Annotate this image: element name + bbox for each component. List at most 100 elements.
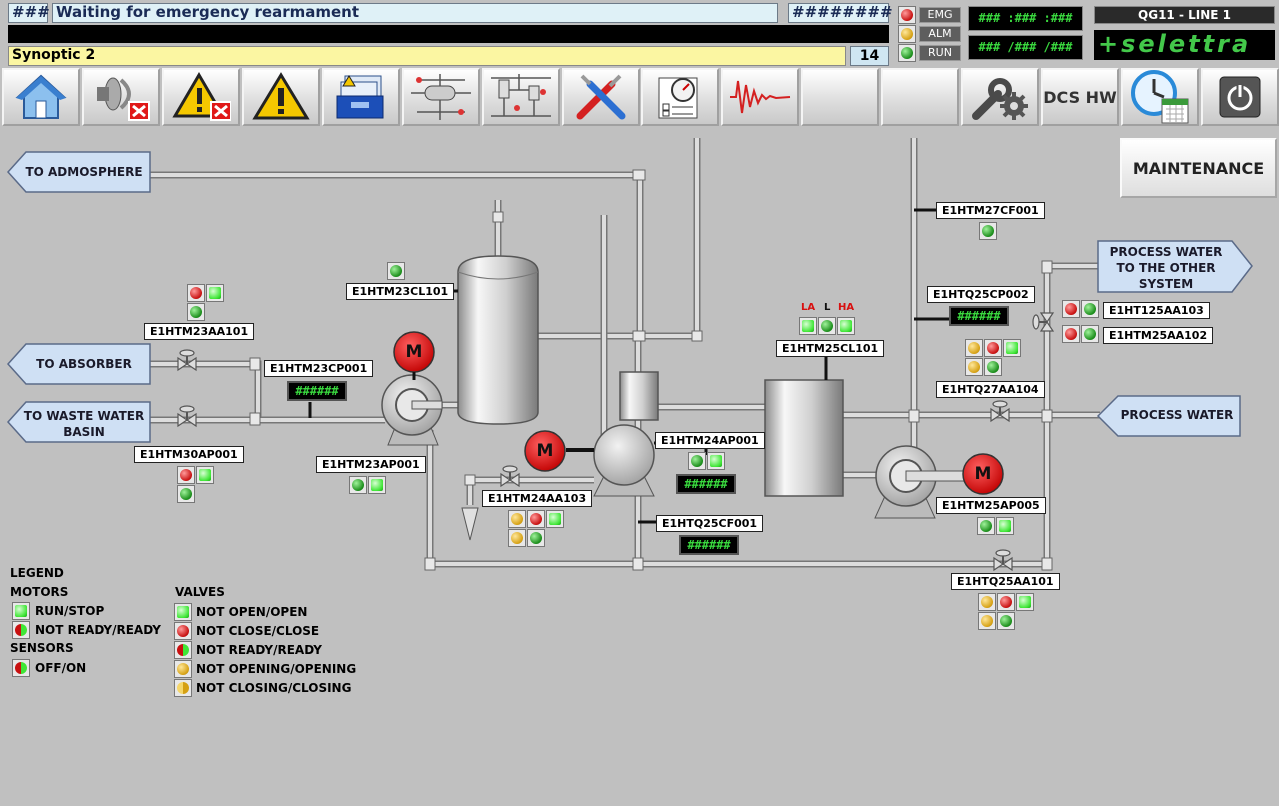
led-24ap001-1 bbox=[688, 452, 706, 470]
led-25aa101-4 bbox=[978, 612, 996, 630]
warning-icon bbox=[252, 72, 310, 120]
led-25aa101-3 bbox=[1016, 593, 1034, 611]
tag-e1htq25cf001[interactable]: E1HTQ25CF001 bbox=[656, 515, 764, 532]
synoptic-2-button[interactable] bbox=[482, 68, 560, 126]
led-25aa101-1 bbox=[978, 593, 996, 611]
blank-button-2[interactable] bbox=[881, 68, 959, 126]
tag-e1htm27cf001[interactable]: E1HTM27CF001 bbox=[936, 202, 1045, 219]
tag-e1ht125aa103[interactable]: E1HT125AA103 bbox=[1103, 302, 1210, 319]
tag-e1htm23cl101[interactable]: E1HTM23CL101 bbox=[346, 283, 455, 300]
arrow-waste bbox=[6, 401, 151, 443]
trend-icon bbox=[730, 80, 791, 114]
arrow-label-process-other-2: TO THE OTHER bbox=[1116, 261, 1216, 275]
date-display: ### /### /### bbox=[968, 35, 1083, 60]
synoptic-1-button[interactable] bbox=[402, 68, 480, 126]
tag-e1htm24ap001[interactable]: E1HTM24AP001 bbox=[655, 432, 765, 449]
legend-off-on: OFF/ON bbox=[35, 661, 87, 675]
led-cl101 bbox=[387, 262, 405, 280]
tank-1 bbox=[457, 255, 539, 425]
arrow-atmosphere bbox=[6, 151, 151, 193]
blank-button-1[interactable] bbox=[801, 68, 879, 126]
power-button[interactable] bbox=[1201, 68, 1279, 126]
home-button[interactable] bbox=[2, 68, 80, 126]
scheduler-button[interactable] bbox=[1121, 68, 1199, 126]
led-25cl101-la bbox=[799, 317, 817, 335]
arrow-label-waste: TO WASTE WATER BASIN bbox=[20, 408, 148, 440]
led-aa101-2 bbox=[206, 284, 224, 302]
led-24aa103-2 bbox=[527, 510, 545, 528]
motor-letter-23ap001: M bbox=[405, 342, 423, 362]
motor-25ap005 bbox=[962, 453, 1004, 495]
tag-e1htm23aa101[interactable]: E1HTM23AA101 bbox=[144, 323, 255, 340]
archive-button[interactable] bbox=[322, 68, 400, 126]
legend-icon-off-on bbox=[12, 659, 30, 677]
maintenance-button[interactable]: MAINTENANCE bbox=[1120, 138, 1277, 198]
arrow-label-process-other-1: PROCESS WATER bbox=[1109, 245, 1223, 259]
synoptic-1-icon bbox=[411, 74, 471, 120]
led-25cl101-l bbox=[818, 317, 836, 335]
led-25cp002-2 bbox=[984, 339, 1002, 357]
emg-led bbox=[898, 6, 916, 24]
legend-not-closing-closing: NOT CLOSING/CLOSING bbox=[196, 681, 352, 695]
arrow-label-waste-line2: BASIN bbox=[63, 425, 105, 439]
led-24aa103-1 bbox=[508, 510, 526, 528]
alarms-button[interactable] bbox=[242, 68, 320, 126]
legend-not-open-open: NOT OPEN/OPEN bbox=[196, 605, 308, 619]
arrow-label-process-other-3: SYSTEM bbox=[1138, 277, 1194, 291]
run-label: RUN bbox=[919, 45, 961, 61]
led-24aa103-5 bbox=[527, 529, 545, 547]
left-code: ### bbox=[8, 3, 50, 23]
emg-label: EMG bbox=[919, 7, 961, 23]
legend-icon-run-stop bbox=[12, 602, 30, 620]
page-number: 14 bbox=[850, 46, 889, 66]
led-25aa101-5 bbox=[997, 612, 1015, 630]
dcs-hw-button[interactable]: DCS HW bbox=[1041, 68, 1119, 126]
pump-24ap001 bbox=[566, 424, 655, 497]
wrench-gear-icon bbox=[972, 78, 1028, 120]
alm-label: ALM bbox=[919, 26, 961, 42]
motor-24ap001 bbox=[524, 430, 566, 472]
tag-e1htq25cp002[interactable]: E1HTQ25CP002 bbox=[927, 286, 1035, 303]
legend-icon-ready-v bbox=[174, 641, 192, 659]
tag-e1htm24aa103[interactable]: E1HTM24AA103 bbox=[482, 490, 593, 507]
legend-title: LEGEND bbox=[10, 566, 64, 580]
legend-run-stop: RUN/STOP bbox=[35, 604, 105, 618]
field-ap001: ###### bbox=[676, 474, 736, 494]
tools-button[interactable] bbox=[562, 68, 640, 126]
tag-e1htq27aa104[interactable]: E1HTQ27AA104 bbox=[936, 381, 1045, 398]
led-25aa102-1 bbox=[1062, 325, 1080, 343]
led-30ap001-3 bbox=[177, 485, 195, 503]
led-24aa103-4 bbox=[508, 529, 526, 547]
level-label-la: LA bbox=[801, 302, 816, 313]
checklist-button[interactable] bbox=[641, 68, 719, 126]
led-27cf001 bbox=[979, 222, 997, 240]
tag-e1htm25cl101[interactable]: E1HTM25CL101 bbox=[776, 340, 885, 357]
tank-2 bbox=[764, 379, 844, 497]
level-label-ha: HA bbox=[838, 302, 855, 313]
tag-e1htq25aa101[interactable]: E1HTQ25AA101 bbox=[951, 573, 1060, 590]
acknowledge-alarm-button[interactable] bbox=[162, 68, 240, 126]
led-25ap005-2 bbox=[996, 517, 1014, 535]
tag-e1htm25ap005[interactable]: E1HTM25AP005 bbox=[936, 497, 1046, 514]
tag-e1htm25aa102[interactable]: E1HTM25AA102 bbox=[1103, 327, 1214, 344]
silence-horn-button[interactable] bbox=[82, 68, 160, 126]
tag-e1htm23cp001[interactable]: E1HTM23CP001 bbox=[264, 360, 374, 377]
tag-e1htm23ap001[interactable]: E1HTM23AP001 bbox=[316, 456, 426, 473]
led-aa101-3 bbox=[187, 303, 205, 321]
legend-not-close-close: NOT CLOSE/CLOSE bbox=[196, 624, 320, 638]
arrow-process-other bbox=[1097, 240, 1253, 293]
led-25cp002-1 bbox=[965, 339, 983, 357]
led-23ap001-2 bbox=[368, 476, 386, 494]
arrow-process-water bbox=[1096, 395, 1241, 437]
settings-button[interactable] bbox=[961, 68, 1039, 126]
drain-funnel bbox=[461, 507, 479, 541]
trend-button[interactable] bbox=[721, 68, 799, 126]
motor-letter-25ap005: M bbox=[974, 464, 992, 484]
clock-calendar-icon bbox=[1131, 70, 1189, 124]
motor-letter-24ap001: M bbox=[536, 441, 554, 461]
tag-e1htm30ap001[interactable]: E1HTM30AP001 bbox=[134, 446, 244, 463]
field-cp002: ###### bbox=[949, 306, 1009, 326]
home-icon bbox=[15, 74, 67, 119]
led-25aa102-2 bbox=[1081, 325, 1099, 343]
